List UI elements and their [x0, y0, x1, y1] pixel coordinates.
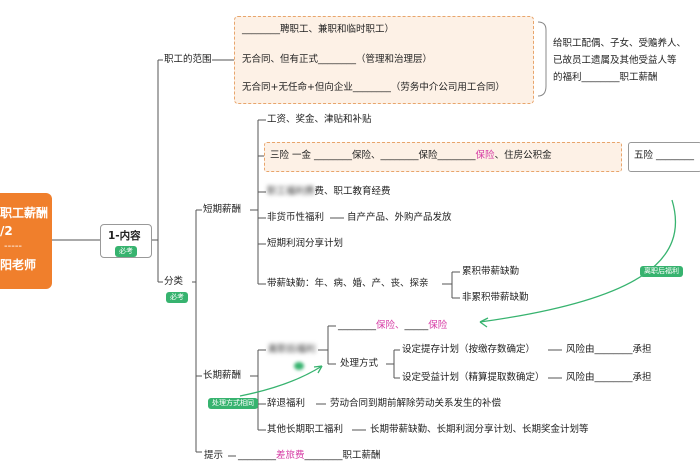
long-term-node[interactable]: 长期薪酬 — [203, 370, 242, 381]
scope-item-2: 无合同、但有正式________（管理和治理层） — [242, 54, 433, 65]
long-pension: ________保险、_____保险 — [338, 320, 447, 332]
five-insurance-text: 五险 ________ — [634, 150, 695, 161]
short-social-tail: 、住房公积金 — [494, 150, 552, 161]
long-db-risk: 风险由________承担 — [566, 372, 652, 383]
root-node[interactable]: 1-内容 必考 — [100, 224, 152, 258]
five-insurance-box — [628, 142, 700, 172]
tip-item: ________差旅费________职工薪酬 — [238, 450, 381, 462]
short-social-pink: 保险 — [475, 150, 495, 161]
short-funds-text: 费、职工教育经费 — [314, 186, 391, 197]
classify-node[interactable]: 分类 — [164, 276, 184, 287]
title-card-line3: ----- — [4, 241, 23, 252]
long-dc-risk: 风险由________承担 — [566, 344, 652, 355]
social-insurance-box — [264, 142, 622, 172]
long-pension-pink2: 保险 — [428, 320, 448, 331]
scope-node[interactable]: 职工的范围 — [164, 54, 212, 65]
title-card-line2: /2 — [0, 224, 13, 238]
root-node-tag: 必考 — [115, 246, 137, 257]
scope-box — [234, 16, 534, 104]
short-funds: 职工福利费费、职工教育经费 — [267, 186, 391, 198]
scope-note-line2: 已故员工遗属及其他受益人等 — [553, 55, 677, 66]
root-node-label: 1-内容 — [108, 230, 141, 242]
short-social-text: 三险 一金 ________保险、________保险________ — [270, 150, 476, 161]
scope-note-line1: 给职工配偶、子女、受赡养人、 — [553, 38, 687, 49]
title-card: 职工薪酬 /2 ----- 阳老师 — [0, 193, 52, 289]
long-other-detail: 长期带薪缺勤、长期利润分享计划、长期奖金计划等 — [370, 424, 589, 435]
short-profit: 短期利润分享计划 — [267, 238, 344, 249]
title-card-line4: 阳老师 — [0, 258, 37, 272]
scope-item-1-text: ________聘职工、兼职和临时职工） — [242, 24, 395, 35]
long-pension-b: _____ — [404, 320, 429, 331]
long-dc: 设定提存计划（按缴存数确定） — [402, 344, 536, 355]
long-termination: 辞退福利 — [267, 398, 306, 409]
short-funds-blur: 职工福利费 — [267, 186, 315, 197]
classify-tag: 必考 — [166, 292, 188, 303]
short-wages: 工资、奖金、津贴和补贴 — [267, 114, 372, 125]
long-method: 处理方式 — [340, 358, 379, 369]
post-employment-tag: 离职后福利 — [640, 266, 683, 277]
tip-post: ________职工薪酬 — [304, 450, 381, 461]
short-social: 三险 一金 ________保险、________保险________保险、住房… — [270, 150, 552, 162]
tip-pre: ________ — [238, 450, 276, 461]
scope-item-3: 无合同+无任命+但向企业________（劳务中介公司用工合同） — [242, 82, 505, 93]
method-same-tag: 处理方式相同 — [208, 398, 258, 409]
long-termination-detail: 劳动合同到期前解除劳动关系发生的补偿 — [330, 398, 502, 409]
short-absence-a: 累积带薪缺勤 — [462, 266, 520, 277]
title-card-line1: 职工薪酬 — [0, 206, 49, 220]
scope-item-1: ________聘职工、兼职和临时职工） — [242, 24, 394, 36]
long-blur-dot — [294, 362, 304, 370]
long-pension-a: ________ — [338, 320, 376, 331]
long-other: 其他长期职工福利 — [267, 424, 344, 435]
tip-pink: 差旅费 — [276, 450, 305, 461]
short-nonmonetary-detail: 自产产品、外购产品发放 — [347, 212, 452, 223]
short-absence: 带薪缺勤：年、病、婚、产、丧、探亲 — [267, 278, 429, 289]
short-term-node[interactable]: 短期薪酬 — [203, 204, 242, 215]
long-pension-pink: 保险、 — [376, 320, 405, 331]
scope-note-line3: 的福利________职工薪酬 — [553, 72, 658, 83]
short-absence-b: 非累积带薪缺勤 — [462, 292, 529, 303]
short-nonmonetary: 非货币性福利 — [267, 212, 325, 223]
tip-node[interactable]: 提示 — [204, 450, 224, 461]
long-db: 设定受益计划（精算提取数确定） — [402, 372, 545, 383]
long-post-employment-blur: 离职后福利 — [268, 344, 316, 355]
